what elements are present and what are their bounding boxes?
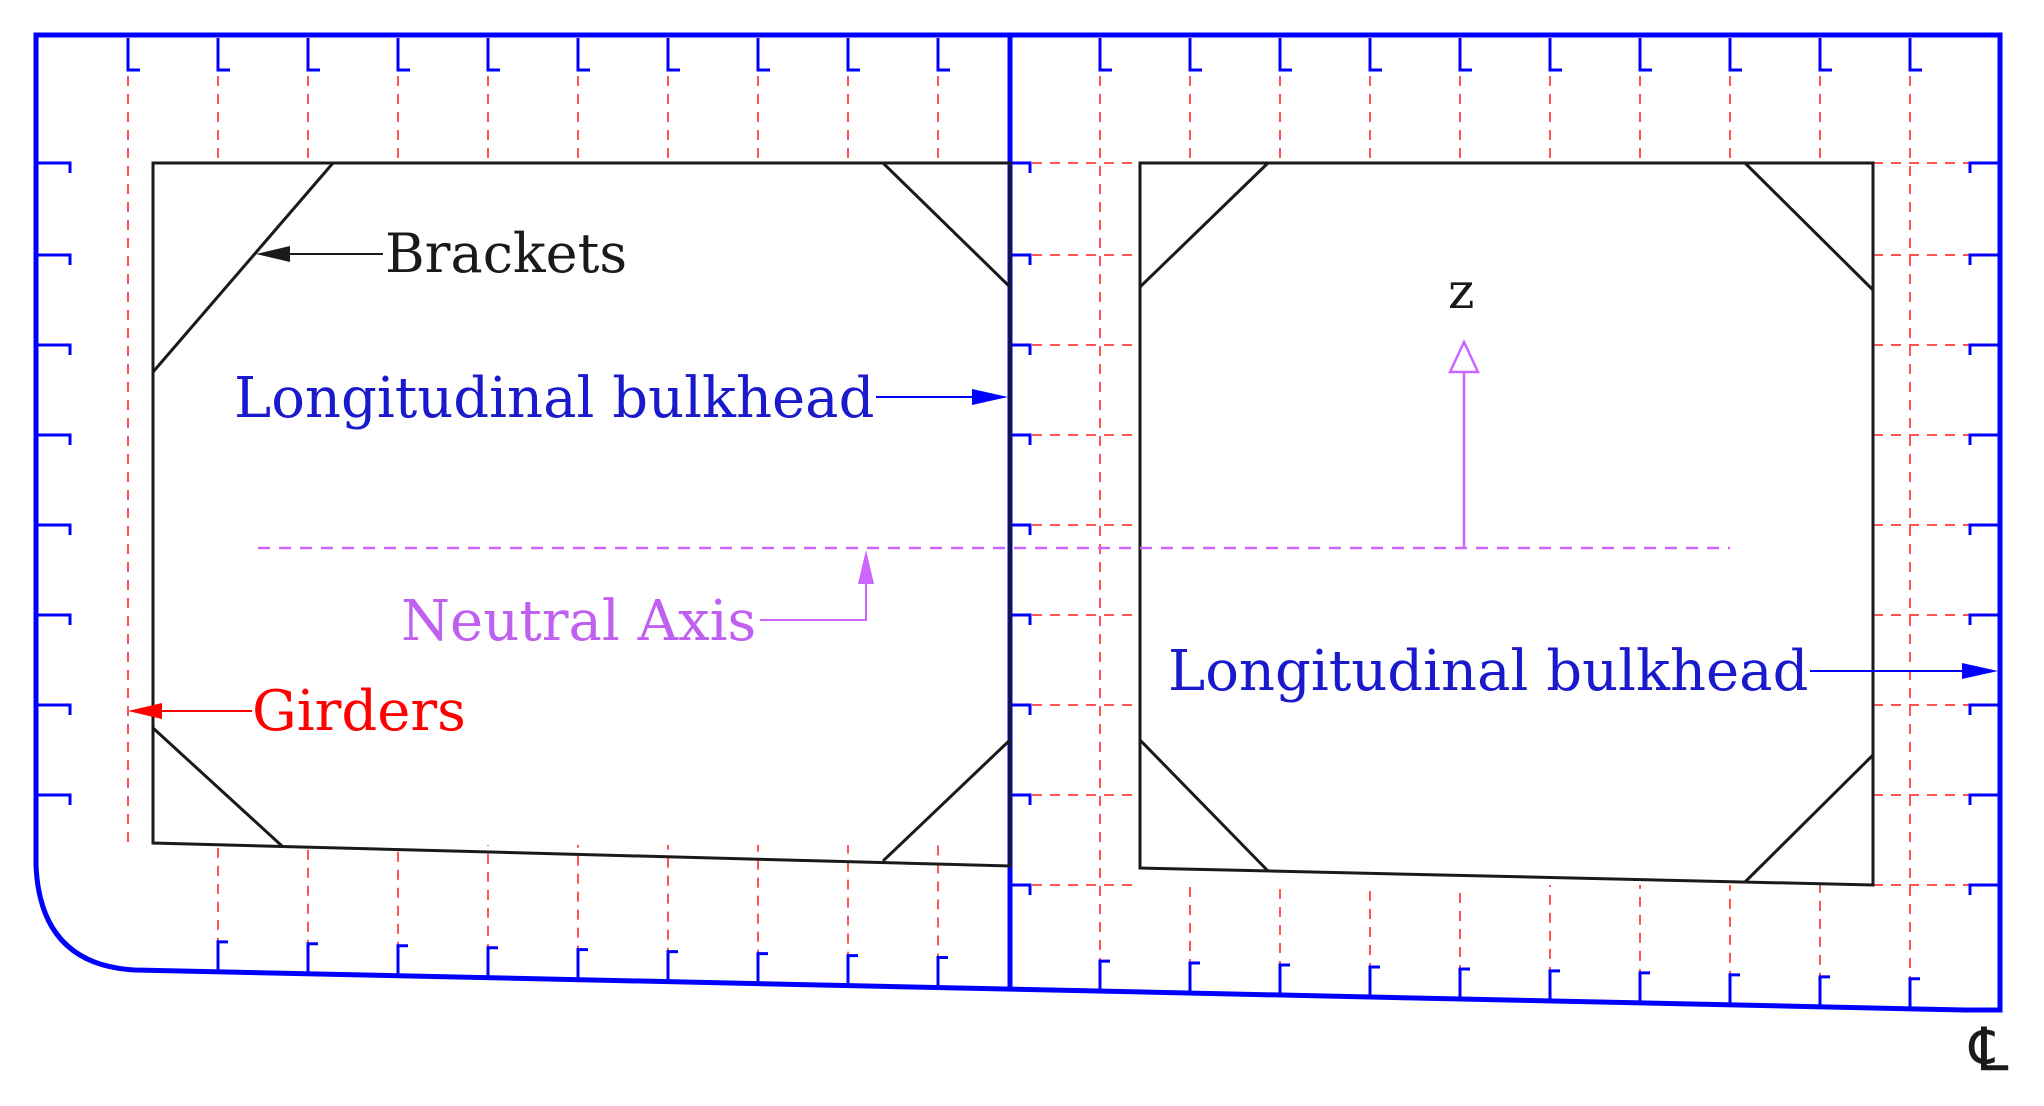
- stiffener: [1098, 959, 1110, 992]
- stiffener: [1968, 161, 1998, 173]
- right-tank-brackets: [1138, 161, 1875, 884]
- stiffener: [756, 38, 770, 72]
- stiffener: [1968, 523, 1998, 535]
- stiffener: [306, 38, 320, 72]
- stiffener: [756, 952, 768, 984]
- girders-label: Girders: [252, 679, 466, 744]
- stiffener: [846, 954, 858, 986]
- stiffener: [1818, 975, 1830, 1007]
- stiffener: [576, 948, 588, 980]
- stiffener: [38, 161, 72, 173]
- bulkhead-arrowhead-1: [972, 389, 1008, 405]
- stiffener: [216, 940, 228, 972]
- stiffener: [1012, 433, 1032, 445]
- bracket: [1743, 161, 1875, 292]
- stiffener: [846, 38, 860, 72]
- stiffener: [1968, 793, 1998, 805]
- stiffener: [1968, 253, 1998, 265]
- stiffener: [936, 38, 950, 72]
- stiffener: [1012, 703, 1032, 715]
- brackets-label: Brackets: [385, 222, 627, 285]
- girders-arrowhead: [128, 703, 162, 719]
- stiffener: [38, 523, 72, 535]
- stiffener: [38, 343, 72, 355]
- stiffener: [1012, 613, 1032, 625]
- stiffener: [1908, 38, 1922, 72]
- outer-hull: [33, 32, 2003, 1013]
- bracket: [1743, 753, 1875, 884]
- stiffener: [1188, 38, 1202, 72]
- bracket: [881, 161, 1012, 289]
- centerline-symbol: ℄: [1968, 1015, 2009, 1085]
- stiffener: [666, 950, 678, 982]
- stiffener: [1188, 961, 1200, 994]
- right-tank-outline: [1138, 161, 1875, 887]
- stiffener: [38, 613, 72, 625]
- stiffener: [1278, 963, 1290, 996]
- bulkhead-arrowhead-2: [1962, 663, 1998, 679]
- stiffener: [1968, 883, 1998, 895]
- stiffener: [38, 703, 72, 715]
- longitudinal-bulkhead-label-left: Longitudinal bulkhead: [234, 366, 874, 431]
- bracket: [1138, 161, 1270, 289]
- stiffener: [936, 956, 948, 988]
- z-axis-label: z: [1448, 262, 1474, 320]
- stiffener: [1908, 977, 1920, 1009]
- stiffener: [1548, 969, 1560, 1001]
- stiffener: [1278, 38, 1292, 72]
- stiffener: [1458, 967, 1470, 999]
- stiffener: [1638, 971, 1650, 1003]
- stiffener: [576, 38, 590, 72]
- stiffener: [1968, 343, 1998, 355]
- stiffener: [396, 944, 408, 976]
- neutral-axis-arrowhead: [858, 550, 874, 584]
- stiffener: [1098, 38, 1112, 72]
- stiffener: [126, 38, 140, 72]
- bracket: [151, 726, 284, 848]
- brackets-arrowhead: [256, 246, 290, 262]
- stiffener: [1818, 38, 1832, 72]
- stiffener: [1638, 38, 1652, 72]
- stiffener: [1012, 343, 1032, 355]
- bracket: [881, 738, 1012, 863]
- stiffener: [1728, 973, 1740, 1005]
- neutral-axis-label: Neutral Axis: [401, 589, 756, 654]
- stiffener: [1968, 433, 1998, 445]
- longitudinal-bulkhead-label-right: Longitudinal bulkhead: [1168, 639, 1808, 704]
- left-tank-outline: [151, 161, 1012, 868]
- girder-grid: [127, 40, 1996, 1003]
- z-axis-arrowhead: [1448, 339, 1480, 374]
- longitudinal-stiffeners: [38, 38, 1998, 1009]
- stiffener: [486, 946, 498, 978]
- stiffener: [38, 253, 72, 265]
- stiffener: [396, 38, 410, 72]
- stiffener: [1368, 965, 1380, 997]
- stiffener: [1012, 793, 1032, 805]
- stiffener: [1012, 523, 1032, 535]
- stiffener: [1012, 161, 1032, 173]
- stiffener: [1728, 38, 1742, 72]
- stiffener: [666, 38, 680, 72]
- stiffener: [38, 793, 72, 805]
- stiffener: [1968, 703, 1998, 715]
- stiffener: [486, 38, 500, 72]
- stiffener: [1458, 38, 1472, 72]
- bracket: [1138, 738, 1270, 873]
- stiffener: [1012, 253, 1032, 265]
- bracket: [151, 162, 335, 373]
- stiffener: [1968, 613, 1998, 625]
- stiffener: [38, 433, 72, 445]
- stiffener: [306, 942, 318, 974]
- left-tank-brackets: [151, 161, 1012, 863]
- stiffener: [216, 38, 230, 72]
- stiffener: [1012, 883, 1032, 895]
- stiffener: [1368, 38, 1382, 72]
- stiffener: [1548, 38, 1562, 72]
- neutral-axis-leader: [760, 572, 867, 621]
